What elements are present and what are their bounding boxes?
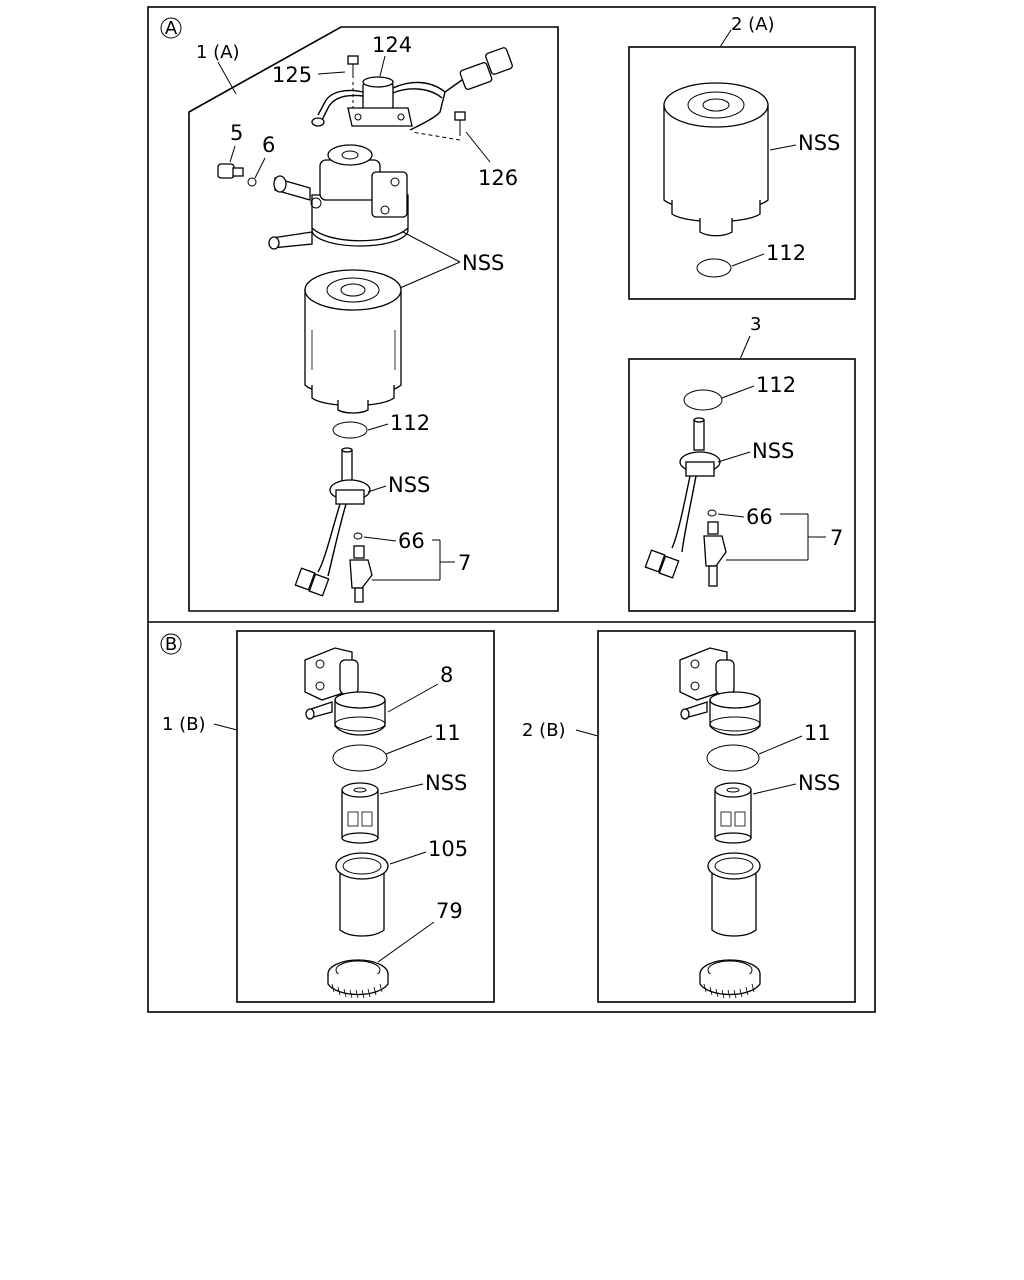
group-1b-label: 1 (B) — [162, 714, 206, 735]
water-sensor-1a — [294, 447, 371, 597]
callout-7-1a: 7 — [458, 551, 471, 575]
filter-cartridge-1a — [304, 269, 402, 414]
callout-125: 125 — [272, 63, 312, 87]
callout-8: 8 — [440, 663, 453, 687]
o-ring-11-1b — [332, 744, 388, 772]
callout-11-2b: 11 — [804, 721, 831, 745]
o-ring-112-2a — [696, 258, 732, 278]
callout-66-1a: 66 — [398, 529, 425, 553]
element-nss-1b — [341, 782, 379, 844]
group-2a-label: 2 (A) — [731, 14, 775, 35]
callout-126: 126 — [478, 166, 518, 190]
group-2a: 2 (A) NSS 112 — [628, 14, 856, 300]
callout-nss-3: NSS — [752, 439, 794, 463]
o-ring-66-1a — [353, 532, 363, 540]
water-sensor-3 — [644, 417, 721, 579]
section-a-badge: A — [160, 17, 182, 39]
ring-nut-2b — [699, 959, 761, 999]
callout-79: 79 — [436, 899, 463, 923]
o-ring-66-3 — [707, 509, 717, 517]
svg-text:A: A — [165, 18, 178, 39]
callout-112-1a: 112 — [390, 411, 430, 435]
drain-plug-7-1a — [349, 545, 373, 603]
callout-66-3: 66 — [746, 505, 773, 529]
o-ring-112-3 — [683, 389, 723, 411]
section-b-badge: B — [160, 633, 182, 655]
o-ring-11-2b — [706, 744, 760, 772]
group-1b: 1 (B) 8 11 NSS — [162, 630, 495, 1003]
o-ring-112-1a — [332, 421, 368, 439]
bowl-2b — [707, 852, 761, 937]
outer-frame — [147, 6, 876, 1013]
bowl-105 — [335, 852, 389, 937]
callout-nss-1b: NSS — [425, 771, 467, 795]
filter-head — [268, 144, 409, 250]
callout-nss-2a: NSS — [798, 131, 840, 155]
ring-nut-79 — [327, 959, 389, 999]
filter-cartridge-2a — [663, 82, 769, 237]
callout-nss-1a-filter: NSS — [462, 251, 504, 275]
bolt-126 — [411, 111, 466, 141]
group-2b-label: 2 (B) — [522, 720, 566, 741]
callout-112-2a: 112 — [766, 241, 806, 265]
drain-plug-7-3 — [703, 521, 727, 587]
group-1a: 1 (A) 124 125 — [188, 26, 559, 612]
group-2b: 2 (B) 11 NSS — [522, 630, 856, 1003]
bolt-125 — [347, 55, 359, 108]
callout-5: 5 — [230, 121, 243, 145]
filter-head-8 — [304, 647, 386, 736]
callout-7-3: 7 — [830, 526, 843, 550]
element-nss-2b — [714, 782, 752, 844]
group-3-label: 3 — [750, 314, 761, 335]
filter-head-2b — [679, 647, 761, 736]
solenoid-124 — [311, 47, 513, 131]
callout-nss-1a-sensor: NSS — [388, 473, 430, 497]
svg-text:B: B — [165, 634, 177, 655]
callout-124: 124 — [372, 33, 412, 57]
callout-105: 105 — [428, 837, 468, 861]
callout-6: 6 — [262, 133, 275, 157]
washer-6 — [247, 177, 257, 187]
callout-nss-2b: NSS — [798, 771, 840, 795]
group-1a-label: 1 (A) — [196, 42, 240, 63]
callout-11-1b: 11 — [434, 721, 461, 745]
callout-112-3: 112 — [756, 373, 796, 397]
plug-5 — [217, 163, 244, 179]
group-3: 3 112 NSS 66 7 — [628, 314, 856, 612]
